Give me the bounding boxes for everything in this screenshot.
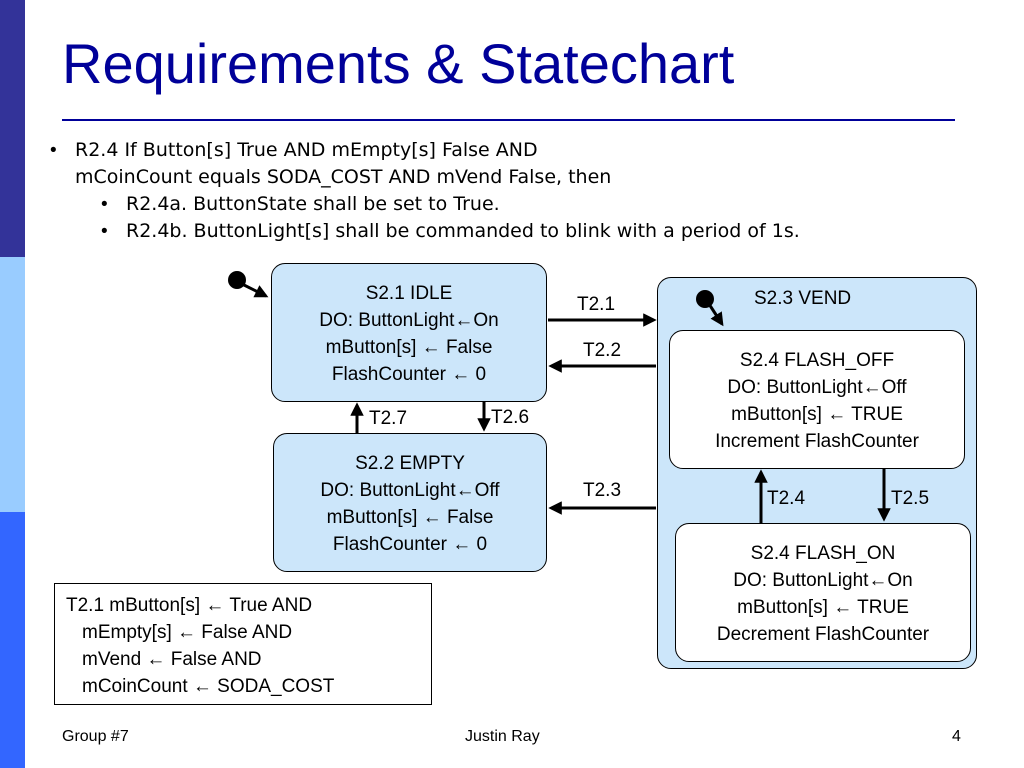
transition-t22-label: T2.2 xyxy=(583,340,622,361)
requirement-r24b: R2.4b. ButtonLight[s] shall be commanded… xyxy=(126,220,800,242)
transition-t23-label: T2.3 xyxy=(583,480,622,501)
state-flash-on: S2.4 FLASH_ON DO: ButtonLight←On mButton… xyxy=(675,523,971,662)
transition-t26-label: T2.6 xyxy=(491,407,530,428)
footer-page-number: 4 xyxy=(952,728,961,745)
title-underline xyxy=(62,119,955,121)
state-flash-off-do: DO: ButtonLight←Off xyxy=(727,377,907,398)
state-flash-on-counter: Decrement FlashCounter xyxy=(716,624,930,645)
state-vend-label: S2.3 VEND xyxy=(754,288,852,309)
state-empty-counter: FlashCounter ← 0 xyxy=(332,534,488,555)
state-flash-off: S2.4 FLASH_OFF DO: ButtonLight←Off mButt… xyxy=(669,330,965,469)
sidebar-band-light xyxy=(0,257,25,512)
state-empty-name: S2.2 EMPTY xyxy=(355,453,465,474)
condition-line: T2.1 mButton[s] ← True AND xyxy=(66,595,313,616)
state-idle-counter: FlashCounter ← 0 xyxy=(331,364,487,385)
condition-line: mVend ← False AND xyxy=(82,649,262,670)
initial-marker-idle xyxy=(228,271,269,298)
transition-t25-label: T2.5 xyxy=(891,488,930,509)
state-empty-do: DO: ButtonLight←Off xyxy=(320,480,500,501)
requirement-r24-line2: mCoinCount equals SODA_COST AND mVend Fa… xyxy=(75,166,612,188)
sidebar-band-dark xyxy=(0,0,25,257)
slide-title: Requirements & Statechart xyxy=(62,32,735,95)
state-flash-on-do: DO: ButtonLight←On xyxy=(733,570,913,591)
sub-bullet-marker: • xyxy=(101,194,108,215)
transition-condition-box: T2.1 mButton[s] ← True AND mEmpty[s] ← F… xyxy=(54,583,432,705)
transition-t27-label: T2.7 xyxy=(369,408,408,429)
state-idle-action: mButton[s] ← False xyxy=(325,337,493,358)
sidebar-band-medium xyxy=(0,512,25,768)
state-empty: S2.2 EMPTY DO: ButtonLight←Off mButton[s… xyxy=(273,433,547,572)
state-empty-action: mButton[s] ← False xyxy=(326,507,494,528)
state-idle-name: S2.1 IDLE xyxy=(365,283,453,304)
sub-bullet-marker: • xyxy=(101,221,108,242)
state-flash-on-action: mButton[s] ← TRUE xyxy=(737,597,909,618)
bullet-marker: • xyxy=(50,140,57,161)
condition-line: mEmpty[s] ← False AND xyxy=(82,622,293,643)
state-idle: S2.1 IDLE DO: ButtonLight←On mButton[s] … xyxy=(271,263,547,402)
transition-t21-label: T2.1 xyxy=(577,294,616,315)
transition-t24-label: T2.4 xyxy=(767,488,806,509)
requirement-r24-line1: R2.4 If Button[s] True AND mEmpty[s] Fal… xyxy=(75,139,538,161)
state-flash-off-counter: Increment FlashCounter xyxy=(715,431,919,452)
footer-group: Group #7 xyxy=(62,728,129,745)
condition-line: mCoinCount ← SODA_COST xyxy=(82,676,335,697)
requirement-r24a: R2.4a. ButtonState shall be set to True. xyxy=(126,193,500,215)
footer-author: Justin Ray xyxy=(465,728,540,745)
state-flash-off-name: S2.4 FLASH_OFF xyxy=(739,350,895,371)
state-flash-on-name: S2.4 FLASH_ON xyxy=(750,543,896,564)
sidebar-decoration xyxy=(0,0,25,768)
state-idle-do: DO: ButtonLight←On xyxy=(319,310,499,331)
state-flash-off-action: mButton[s] ← TRUE xyxy=(731,404,903,425)
